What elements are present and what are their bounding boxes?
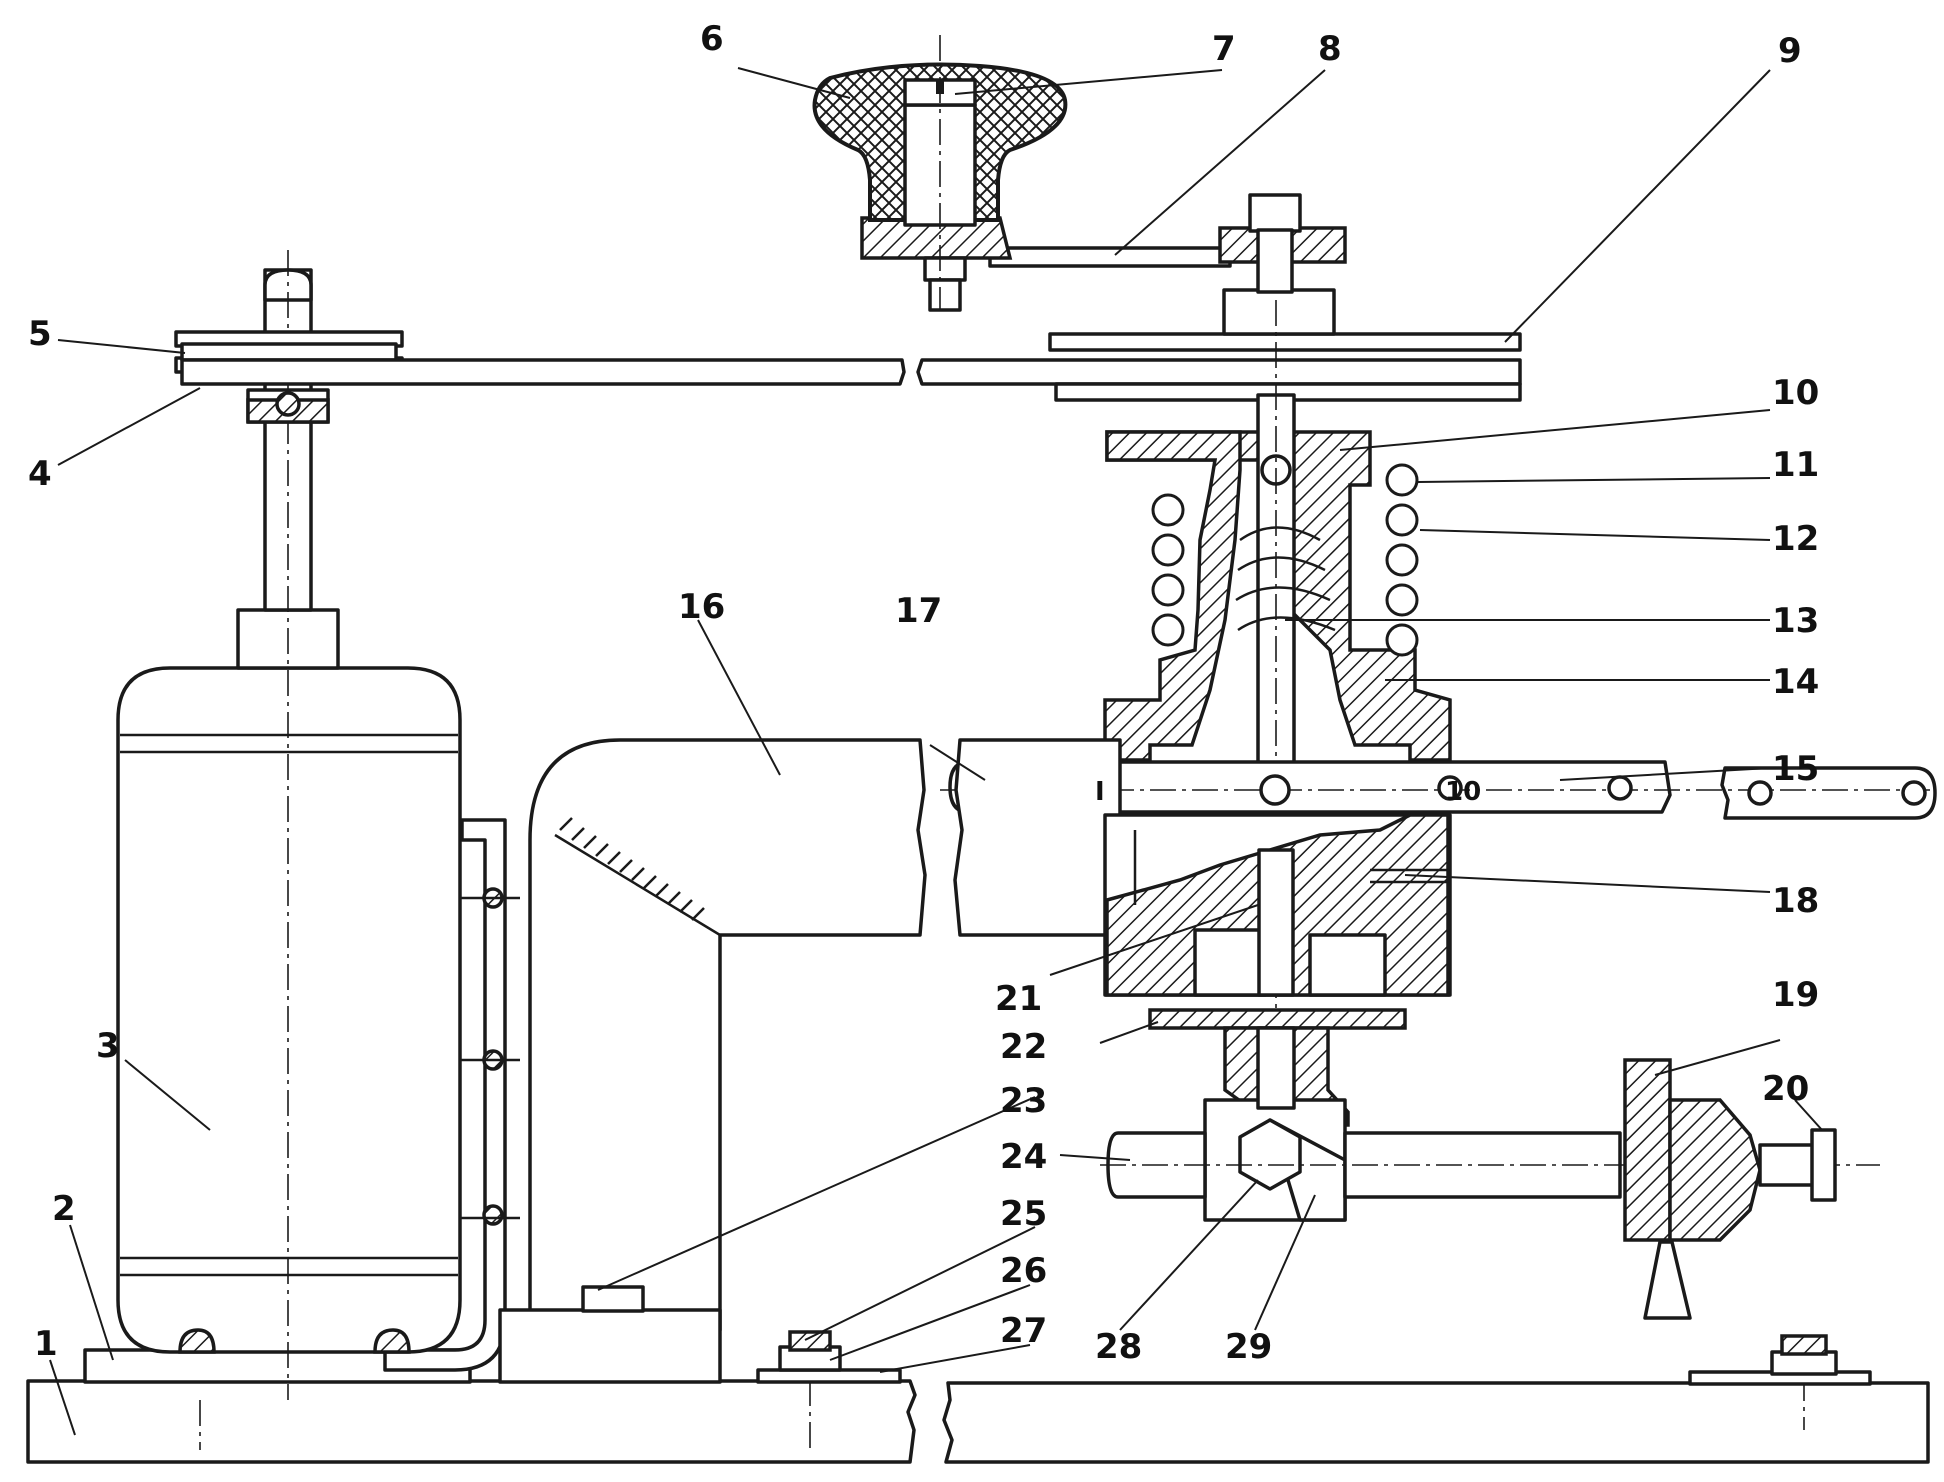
- label-14: 14: [1772, 662, 1819, 702]
- label-21: 21: [995, 979, 1042, 1019]
- label-10: 10: [1772, 373, 1819, 413]
- feed-duct: [528, 738, 1122, 1332]
- fastener-left: [756, 1330, 902, 1384]
- motor-bracket: [383, 818, 520, 1372]
- lever-arm: [860, 193, 1347, 312]
- label-22: 22: [1000, 1027, 1047, 1067]
- label-7: 7: [1212, 29, 1236, 69]
- knob: [812, 35, 1068, 310]
- label-24: 24: [1000, 1137, 1047, 1177]
- label-25: 25: [1000, 1194, 1047, 1234]
- label-6: 6: [700, 19, 724, 59]
- motor-shaft: [263, 250, 313, 1400]
- label-13: 13: [1772, 601, 1819, 641]
- label-17: 17: [895, 591, 942, 631]
- label-15: 15: [1772, 749, 1819, 789]
- label-1: 1: [34, 1324, 58, 1364]
- drive-belt: [180, 358, 1522, 386]
- label-26: 26: [1000, 1251, 1047, 1291]
- label-20: 20: [1762, 1069, 1809, 1109]
- label-29: 29: [1225, 1327, 1272, 1367]
- base-board: [26, 1375, 1930, 1464]
- link-mark-1: I: [1095, 777, 1105, 807]
- label-16: 16: [678, 587, 725, 627]
- lower-plate: [1148, 1008, 1407, 1030]
- spring-coils: [1151, 463, 1419, 657]
- label-3: 3: [96, 1026, 120, 1066]
- link-mark-2: 10: [1445, 777, 1481, 807]
- crank-shaft: [1100, 1131, 1880, 1199]
- label-12: 12: [1772, 519, 1819, 559]
- fastener-right: [1688, 1334, 1872, 1386]
- leader-lines: [49, 67, 1823, 1436]
- label-9: 9: [1778, 31, 1802, 71]
- large-pulley: [1048, 288, 1522, 402]
- label-11: 11: [1772, 445, 1819, 485]
- callout-labels: 1 2 3 4 5 6 7 8 9 10 11 12 13 14 15 16 1…: [28, 19, 1819, 1367]
- label-4: 4: [28, 454, 52, 494]
- eccentric-wheel: [1623, 1058, 1837, 1320]
- label-2: 2: [52, 1189, 76, 1229]
- label-8: 8: [1318, 29, 1342, 69]
- label-28: 28: [1095, 1327, 1142, 1367]
- clutch-housing: [1103, 300, 1452, 1100]
- cam-housing: [1103, 813, 1452, 997]
- label-23: 23: [1000, 1081, 1047, 1121]
- label-19: 19: [1772, 975, 1819, 1015]
- label-18: 18: [1772, 881, 1819, 921]
- label-5: 5: [28, 314, 52, 354]
- label-27: 27: [1000, 1311, 1047, 1351]
- duct-base: [498, 1285, 722, 1384]
- crank-block: [1203, 1026, 1350, 1222]
- electric-motor: [116, 608, 462, 1354]
